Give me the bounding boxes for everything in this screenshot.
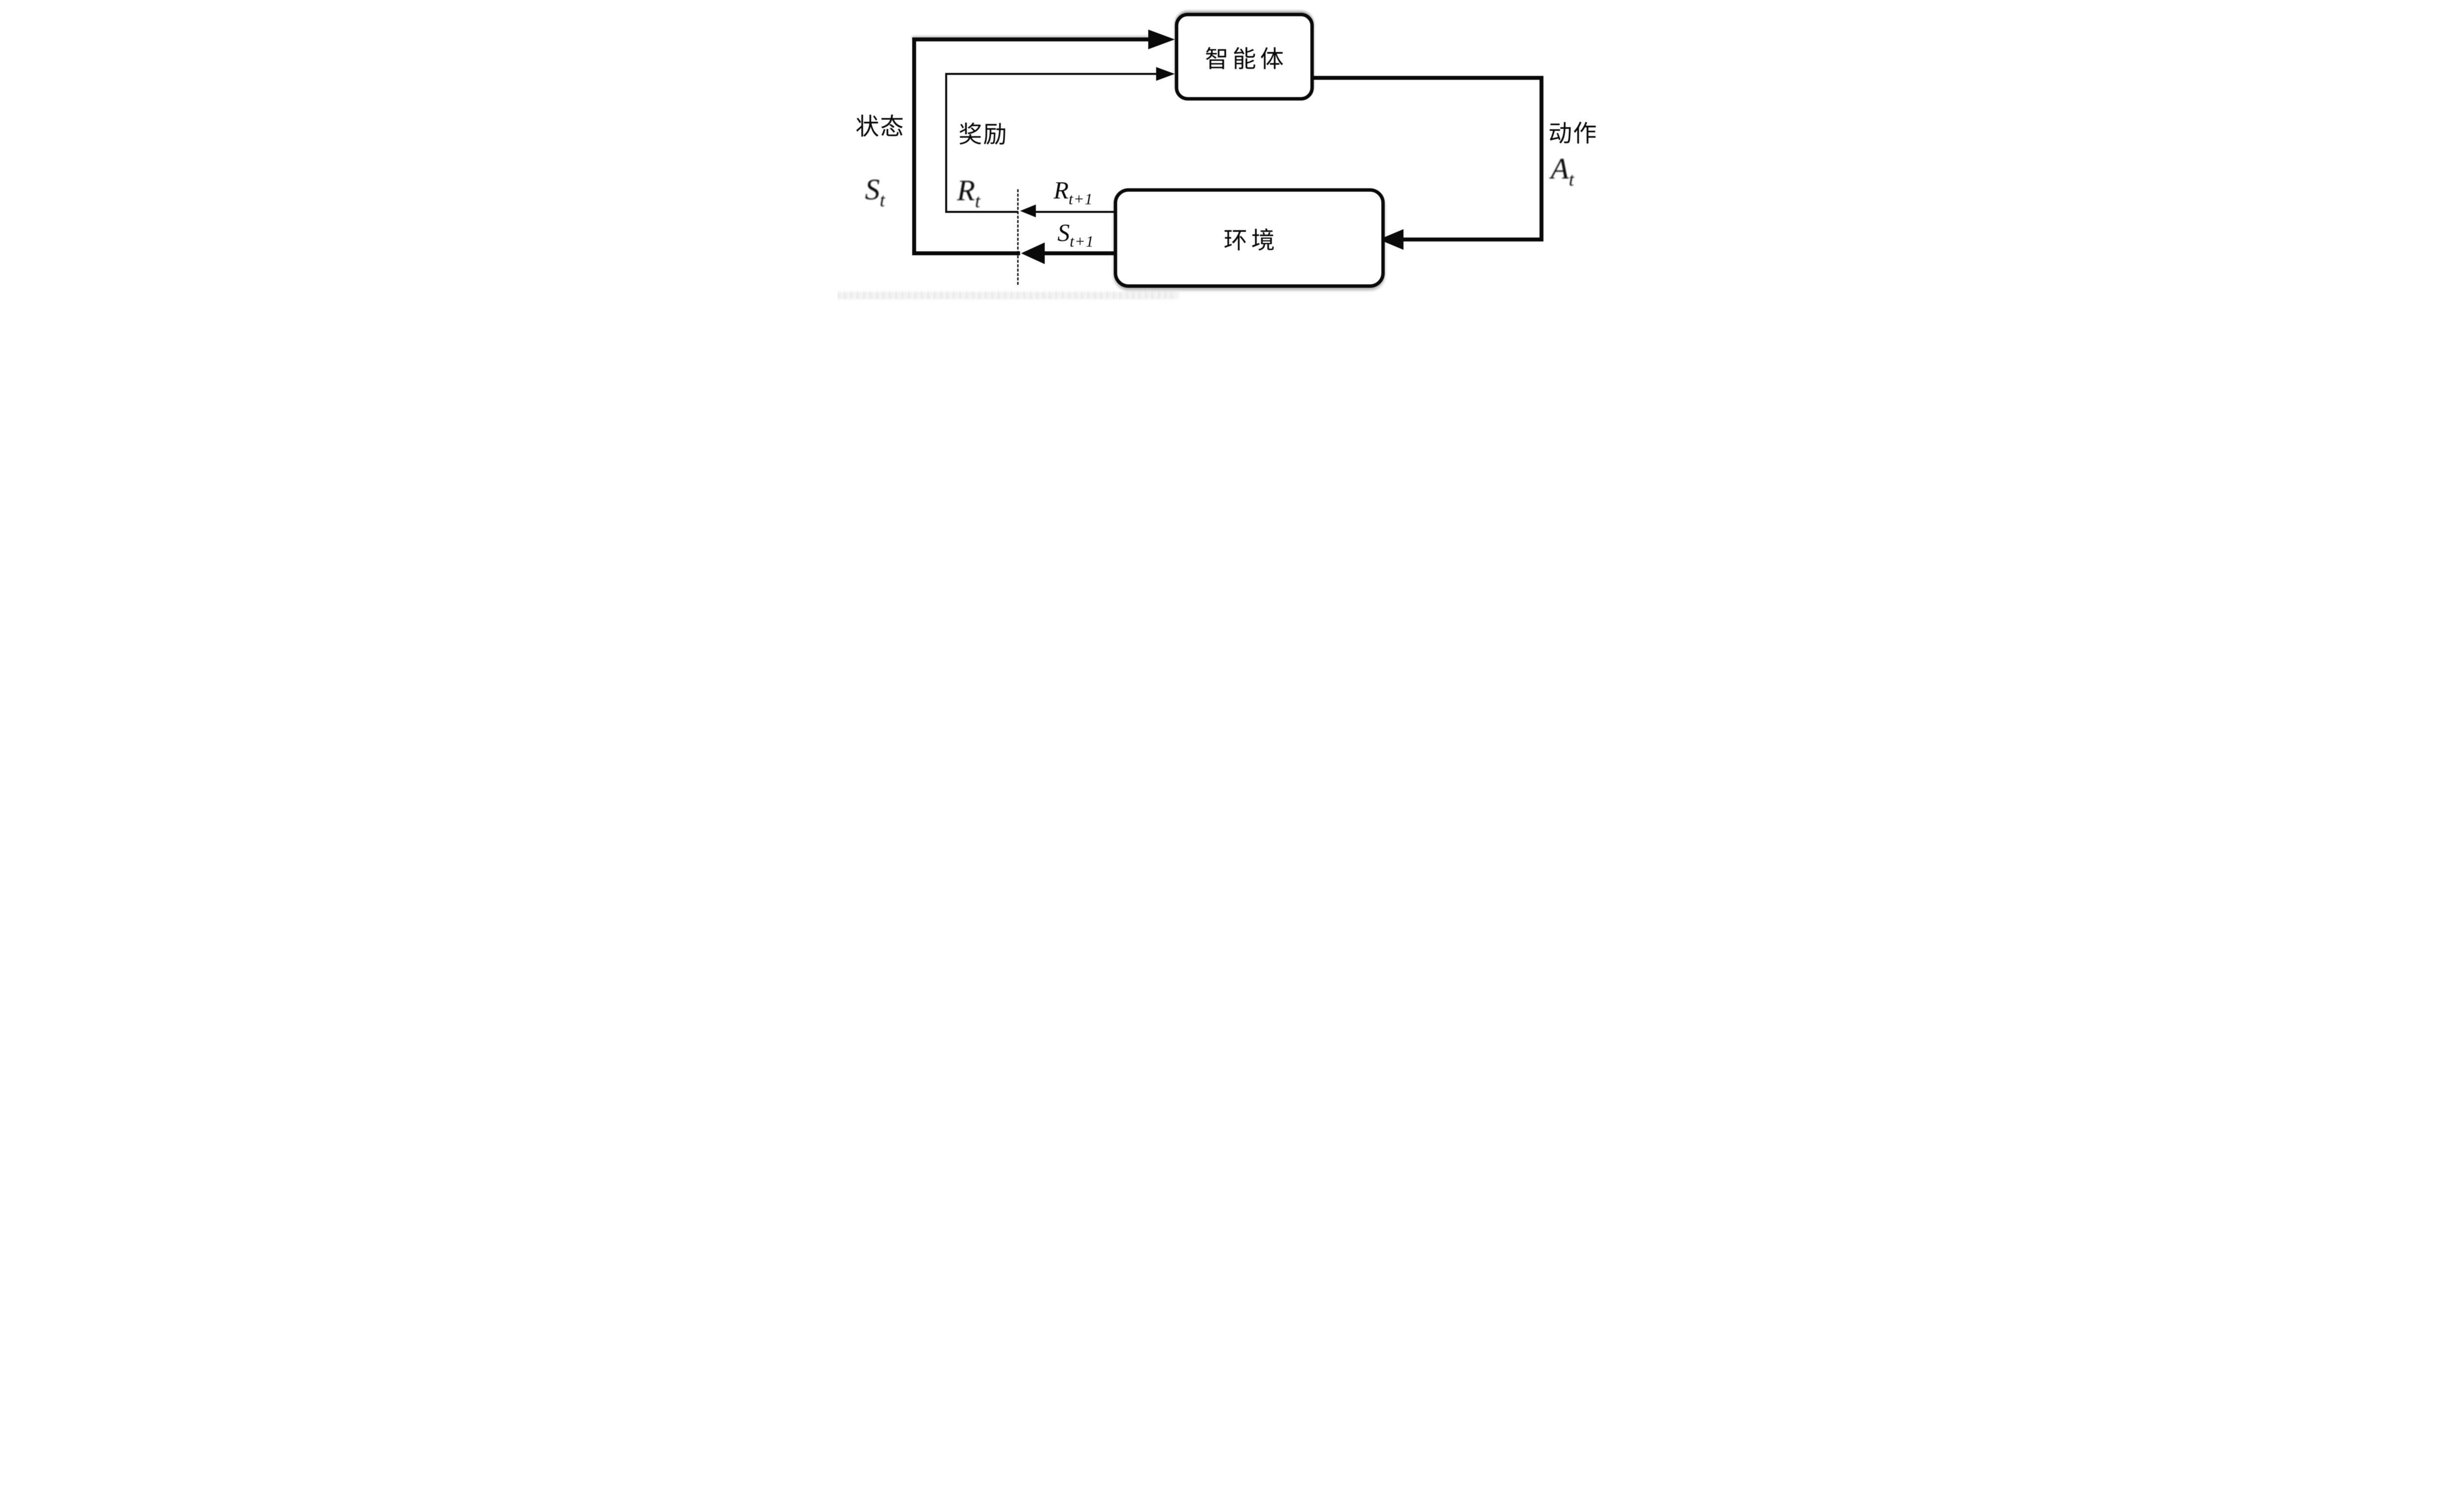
state-line-top <box>912 37 1148 41</box>
truncated-caption-fragment <box>838 292 1178 299</box>
next-state-arrowhead-icon <box>1021 242 1045 264</box>
reward-symbol: Rt <box>957 176 981 211</box>
reward-line-top <box>945 73 1156 75</box>
environment-label: 环境 <box>1223 228 1279 254</box>
action-symbol: At <box>1551 154 1574 189</box>
next-reward-symbol-base: R <box>1053 176 1069 204</box>
next-state-symbol-subscript: t+1 <box>1069 232 1095 250</box>
state-symbol-subscript: t <box>880 190 886 211</box>
reward-label: 奖励 <box>958 122 1008 148</box>
state-label: 状态 <box>855 114 905 140</box>
state-symbol-base: S <box>865 173 880 206</box>
next-state-symbol-base: S <box>1057 218 1070 246</box>
next-reward-arrowhead-icon <box>1020 205 1036 217</box>
rl-agent-environment-diagram: 智能体 环境 状态 St 奖励 Rt 动作 At Rt+1 St+1 <box>838 0 1626 301</box>
agent-box: 智能体 <box>1175 13 1314 101</box>
action-symbol-base: A <box>1550 152 1569 185</box>
environment-box: 环境 <box>1114 188 1385 288</box>
action-symbol-subscript: t <box>1569 169 1575 190</box>
next-state-line-left <box>912 251 1020 255</box>
action-line-top <box>1308 76 1543 80</box>
next-reward-line-left <box>946 211 1018 213</box>
reward-symbol-subscript: t <box>975 191 981 212</box>
state-arrowhead-icon <box>1148 30 1175 49</box>
next-reward-symbol: Rt+1 <box>1054 178 1093 207</box>
action-line-vertical <box>1540 76 1543 241</box>
state-symbol: St <box>865 175 886 210</box>
next-state-line-right <box>1044 251 1116 255</box>
reward-arrowhead-icon <box>1156 67 1175 81</box>
action-label: 动作 <box>1548 121 1598 147</box>
timestep-dashed-line <box>1017 189 1019 285</box>
next-reward-line-right <box>1035 211 1116 213</box>
agent-label: 智能体 <box>1204 46 1288 72</box>
action-line-bottom <box>1403 238 1543 241</box>
reward-line-vertical <box>945 73 947 213</box>
reward-symbol-base: R <box>957 174 975 207</box>
state-line-vertical <box>912 37 916 255</box>
next-reward-symbol-subscript: t+1 <box>1068 190 1094 208</box>
next-state-symbol: St+1 <box>1058 220 1094 249</box>
